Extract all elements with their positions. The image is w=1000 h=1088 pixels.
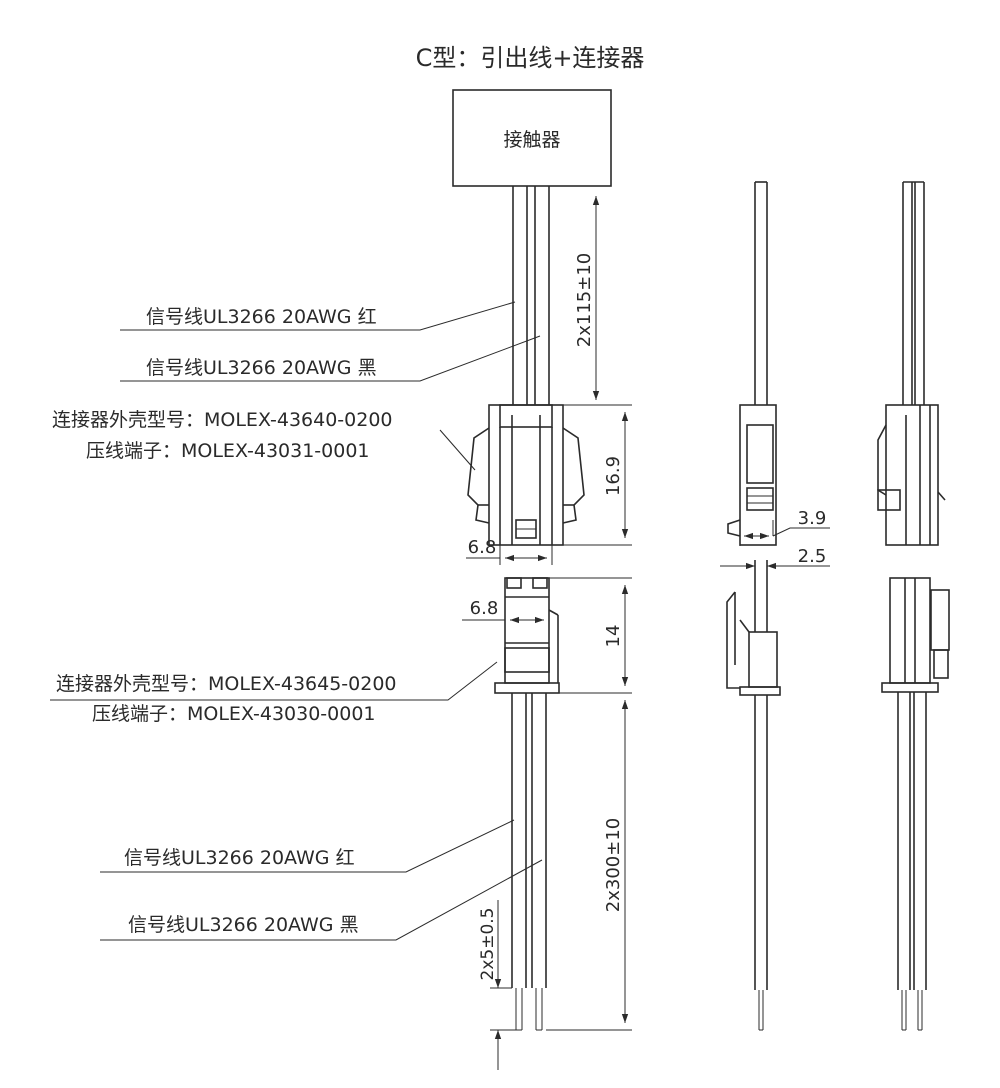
label-wire-black-top: 信号线UL3266 20AWG 黑 [146,357,377,379]
lower-housing-front [494,577,560,694]
diagram-title: C型：引出线+连接器 [416,44,645,72]
side-view-middle [726,181,781,1031]
dim-bottom-lead: 2x300±10 [546,700,632,1031]
top-lead-wires [512,186,550,405]
dim-top-lead: 2x115±10 [574,185,611,400]
side-view-right [877,181,950,1031]
dim-strip-length-text: 2x5±0.5 [478,908,498,981]
upper-housing-front [467,404,585,546]
dim-upper-height: 16.9 [563,404,632,546]
label-terminal-top: 压线端子：MOLEX-43031-0001 [86,440,370,462]
label-housing-top: 连接器外壳型号：MOLEX-43640-0200 [52,409,393,431]
dim-upper-width: 6.8 [466,537,553,565]
dim-upper-height-text: 16.9 [603,456,624,496]
label-housing-bottom: 连接器外壳型号：MOLEX-43645-0200 [56,673,397,695]
dim-side-width: 3.9 [739,508,830,546]
label-wire-red-top: 信号线UL3266 20AWG 红 [146,306,377,328]
dim-upper-width-text: 6.8 [468,537,497,558]
dim-strip-length: 2x5±0.5 [478,900,516,1070]
dim-side-gap-text: 2.5 [798,546,827,567]
label-terminal-bottom: 压线端子：MOLEX-43030-0001 [92,703,376,725]
label-wire-black-bottom: 信号线UL3266 20AWG 黑 [128,914,359,936]
dim-side-gap: 2.5 [720,546,830,570]
bottom-lead-wires [511,693,547,1031]
contactor-box: 接触器 [452,89,612,187]
dim-lower-height: 14 [549,577,632,694]
contactor-label: 接触器 [503,129,560,151]
dim-lower-width-text: 6.8 [470,598,499,619]
dim-side-width-text: 3.9 [798,508,827,529]
label-wire-red-bottom: 信号线UL3266 20AWG 红 [124,847,355,869]
lower-housing-leader [50,661,498,701]
dim-lower-width: 6.8 [462,598,544,624]
dim-lower-height-text: 14 [603,625,624,648]
dim-bottom-lead-text: 2x300±10 [603,818,624,912]
bottom-wire-leaders [100,819,543,941]
dim-top-lead-text: 2x115±10 [574,253,595,347]
top-wire-leaders [120,301,541,382]
upper-housing-leader [439,429,476,471]
